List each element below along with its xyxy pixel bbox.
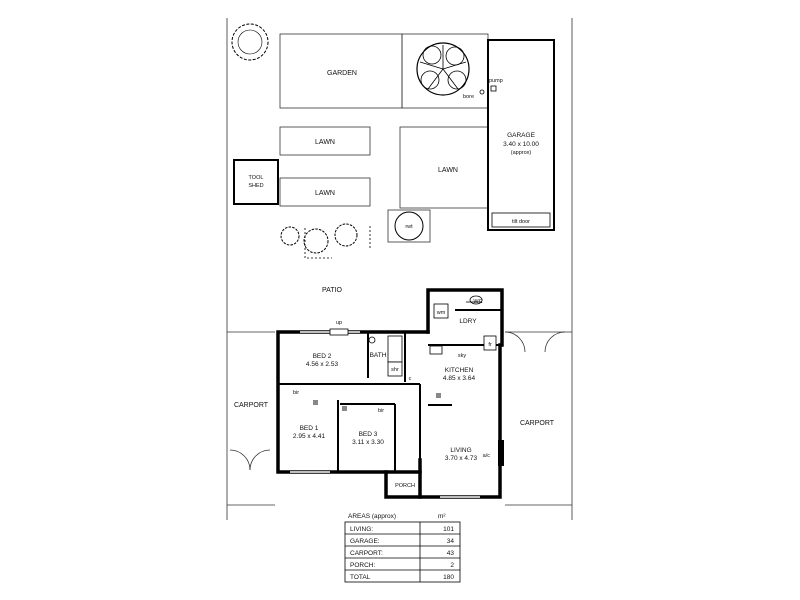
fridge-icon [483,335,497,351]
lawn-label: LAWN [315,190,335,197]
bore-icon [479,89,485,95]
laundry-label: LDRY [459,318,477,325]
bir-label: bir [293,390,299,396]
garage-label: GARAGE [507,132,535,139]
carport-label: CARPORT [520,420,555,427]
pump-icon [490,85,497,92]
lawn-area: LAWN [279,126,371,156]
bed1-label: BED 1 [300,425,319,432]
robe-icon [342,406,347,411]
tool-shed-label: SHED [248,183,263,189]
bir-label: bir [378,408,384,414]
rainwater-tank: rwt [387,209,431,243]
wc-label: WC [473,299,482,305]
heater-icon [436,393,441,398]
lawn-label: LAWN [315,139,335,146]
tree-icon [416,42,470,96]
bed3-dimensions: 3.11 x 3.30 [352,439,384,446]
tool-shed: TOOL SHED [233,159,279,205]
bed3-label: BED 3 [359,431,378,438]
shower-label: shr [391,367,399,373]
areas-unit: m² [438,513,446,520]
garden-label: GARDEN [327,70,357,77]
up-label: up [336,320,342,326]
areas-title: AREAS (approx) [348,513,396,520]
robe-icon [313,400,318,405]
bore-label: bore [463,94,474,100]
garage-approx: (approx) [511,150,532,156]
lawn-area: LAWN [279,177,371,207]
areas-row-value: 2 [450,562,454,569]
basin-icon [368,336,376,344]
living-label: LIVING [450,447,471,454]
ac-label: a/c [483,453,491,459]
lawn-label: LAWN [438,167,458,174]
areas-row-value: 34 [447,538,455,545]
bed2-label: BED 2 [313,353,332,360]
garage: GARAGE 3.40 x 10.00 (approx) tilt door p… [487,39,555,231]
living-dimensions: 3.70 x 4.73 [445,455,478,462]
cooktop-icon [429,345,443,355]
cupboard-label: c [409,376,412,382]
tree-icon [231,23,269,61]
bed1-dimensions: 2.95 x 4.41 [293,433,326,440]
skylight-label: sky [458,353,467,359]
window [290,330,480,499]
lawn-area: LAWN [399,126,489,209]
rwt-label: rwt [405,224,413,230]
garage-dimensions: 3.40 x 10.00 [503,141,539,148]
areas-row-value: 43 [447,550,455,557]
kitchen-dimensions: 4.85 x 3.64 [443,375,476,382]
areas-row-label: PORCH: [350,562,375,569]
areas-row-value: 101 [443,526,454,533]
kitchen-label: KITCHEN [445,367,474,374]
carport-label: CARPORT [234,402,269,409]
areas-row-label: GARAGE: [350,538,380,545]
shower-icon [387,361,403,377]
bathtub-icon [387,335,403,363]
fridge-label: fr [488,342,492,348]
patio-label: PATIO [322,287,343,294]
pump-label: pump [489,78,503,84]
property-boundary [226,18,573,520]
areas-total-label: TOTAL [350,574,371,581]
tool-shed-label: TOOL [249,175,264,181]
wm-label: wm [436,310,446,316]
tilt-door-label: tilt door [512,219,530,225]
porch-label: PORCH [395,483,415,489]
air-conditioner-icon [498,440,504,466]
bed2-dimensions: 4.56 x 2.53 [306,361,339,368]
areas-table: AREAS (approx) m² LIVING: 101 GARAGE: 34… [344,513,461,583]
gate-icon [229,331,566,471]
areas-row-label: LIVING: [350,526,373,533]
manhole-icon [329,328,349,336]
areas-total-value: 180 [443,574,454,581]
areas-row-label: CARPORT: [350,550,383,557]
bath-label: BATH [370,352,387,359]
shrub-icon [280,223,358,254]
laundry-wc-block: WC wm LDRY [426,288,504,347]
